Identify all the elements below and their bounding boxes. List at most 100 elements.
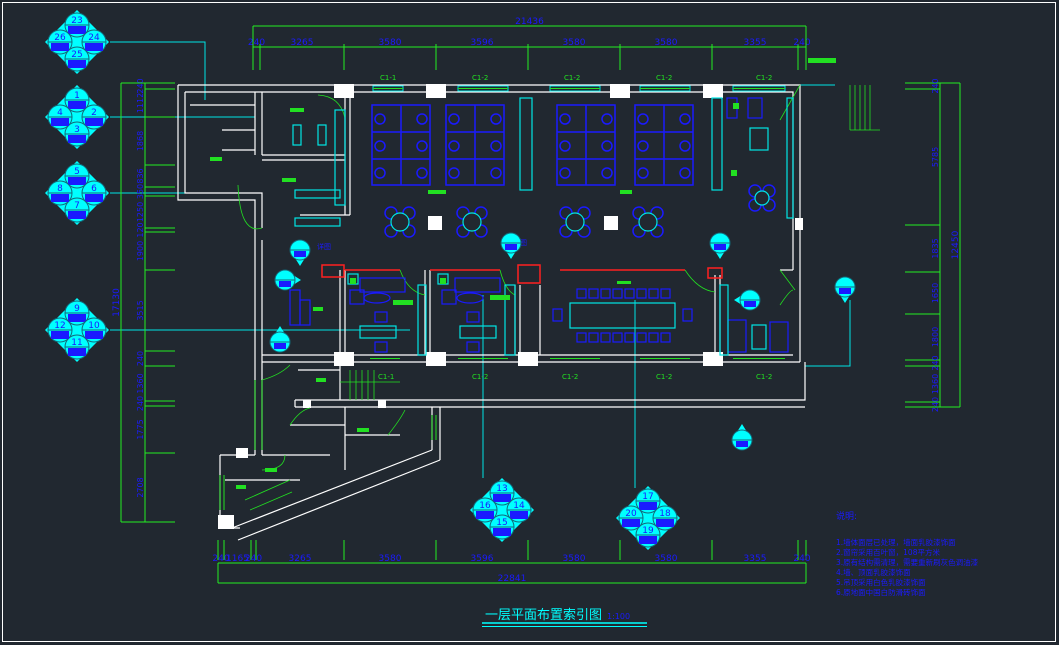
meeting-chair (660, 332, 671, 343)
round-table (390, 212, 410, 232)
note-item: 6.原地面中国白防滑砖饰面 (836, 587, 926, 597)
dimension-label: 240 (793, 38, 810, 48)
office-chair (374, 167, 386, 179)
dimension-label: 836 (136, 168, 145, 183)
meeting-chair (600, 332, 611, 343)
dimension-label: 3580 (563, 38, 586, 48)
index-number: 19 (642, 526, 654, 536)
office-chair (637, 140, 649, 152)
dimension-label: 3580 (379, 554, 402, 564)
index-sheet-ref (510, 511, 528, 519)
index-sheet-ref (493, 494, 511, 502)
dimension-label: 1360 (136, 373, 145, 393)
section-symbols (269, 232, 856, 451)
index-sheet-ref (68, 135, 86, 143)
index-sheet-ref (68, 26, 86, 34)
round-table-set (632, 206, 664, 238)
section-ref (744, 301, 756, 307)
office-chair (448, 140, 460, 152)
section-mark-symbol (834, 276, 856, 303)
office-chair (374, 140, 386, 152)
detail-label: 详图 (317, 242, 331, 251)
index-number: 15 (496, 518, 507, 528)
window-label-top: C1-2 (656, 74, 672, 82)
index-sheet-ref (639, 536, 657, 544)
round-table-set (559, 206, 591, 238)
note-item: 2.窗帘采用百叶窗，108平方米 (836, 547, 940, 557)
stairs (244, 84, 880, 511)
index-number: 23 (71, 16, 82, 26)
index-number: 7 (74, 201, 80, 211)
dimension-label: 350 (136, 184, 145, 199)
meeting-chair (612, 288, 623, 299)
section-ref (279, 281, 291, 287)
meeting-chair (576, 288, 587, 299)
index-sheet-ref (51, 331, 69, 339)
note-item: 3.原有结构需清理，需要重新刷灰色调油漆 (836, 557, 979, 567)
dimension-label: 120 (136, 222, 145, 237)
office-chair (374, 113, 386, 125)
index-number: 2 (91, 108, 97, 118)
dimension-label: 240 (136, 351, 145, 366)
office-chair (601, 167, 613, 179)
index-number: 16 (479, 501, 491, 511)
dimension-label: 3355 (744, 554, 767, 564)
index-sheet-ref (51, 118, 69, 126)
index-number: 1 (74, 91, 80, 101)
index-diamond (45, 298, 109, 362)
office-chair (416, 167, 428, 179)
index-number: 25 (71, 50, 82, 60)
meeting-chair (682, 308, 693, 322)
dimension-label: 240 (793, 554, 810, 564)
notes-block: 说明: 1.墙体面层已处理，墙面乳胶漆饰面 2.窗帘采用百叶窗，108平方米 3… (836, 510, 979, 597)
round-tables (384, 184, 776, 238)
dimension-label: 240 (931, 355, 940, 370)
office-chair (637, 113, 649, 125)
section-ref (839, 288, 851, 294)
section-ref (274, 343, 286, 349)
note-item: 4.墙、顶面乳胶漆饰面 (836, 567, 911, 577)
round-table-set (456, 206, 488, 238)
workstation-cluster (634, 104, 694, 186)
dimension-label: 3515 (136, 300, 145, 320)
office-chair (679, 140, 691, 152)
dimension-label: 1250 (136, 202, 145, 222)
index-number: 24 (88, 33, 100, 43)
index-sheet-ref (656, 519, 674, 527)
dimension-label: 1800 (931, 327, 940, 347)
index-number: 20 (625, 509, 637, 519)
round-table (754, 190, 770, 206)
index-number: 6 (91, 184, 97, 194)
window-label-top: C1-2 (564, 74, 580, 82)
meeting-chair (624, 332, 635, 343)
round-table (638, 212, 658, 232)
dimension-label: 1835 (931, 238, 940, 258)
index-number: 13 (496, 484, 507, 494)
index-number: 14 (513, 501, 525, 511)
index-sheet-ref (68, 177, 86, 185)
structural-columns (218, 84, 803, 529)
workstation-cluster (556, 104, 616, 186)
office-chair (559, 113, 571, 125)
glass-partitions (321, 264, 723, 284)
index-sheet-ref (68, 348, 86, 356)
dimension-label: 3580 (379, 38, 402, 48)
index-sheet-ref (85, 43, 103, 51)
index-sheet-ref (51, 43, 69, 51)
office-chair (601, 140, 613, 152)
dimension-label: 240 (931, 78, 940, 93)
office-furniture (289, 97, 794, 356)
index-sheet-ref (85, 118, 103, 126)
dimension-label: 1900 (136, 241, 145, 261)
index-sheet-ref (639, 502, 657, 510)
dimension-total-label: 17130 (112, 288, 122, 317)
section-mark-symbol (269, 326, 291, 353)
section-ref (294, 251, 306, 257)
